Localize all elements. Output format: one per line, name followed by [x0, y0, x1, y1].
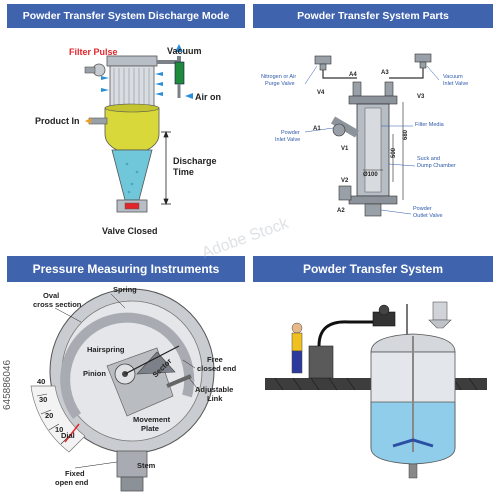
- filter-pulse-label: Filter Pulse: [69, 47, 118, 57]
- movement-plate-label-1: Movement: [133, 415, 171, 424]
- vacuum-arrow-icon: [175, 44, 183, 52]
- agitator-blade: [392, 438, 434, 448]
- vacuum-label: Vacuum: [167, 46, 202, 56]
- filter-media-label: Filter Media: [415, 122, 445, 128]
- air-on-label: Air on: [195, 92, 221, 102]
- pressure-instruments-panel: Pressure Measuring Instruments: [7, 256, 245, 496]
- v3-label: V3: [417, 94, 425, 100]
- discharge-mode-diagram: Filter Pulse Vacuum Air on Product In Di…: [35, 44, 221, 236]
- discharge-label: Discharge: [173, 156, 217, 166]
- powder-inlet-valve: [332, 123, 346, 137]
- dim-500-label: 500: [391, 147, 397, 158]
- v1-label: V1: [341, 146, 349, 152]
- worker-head: [291, 322, 303, 334]
- adjustable-link-label-1: Adjustable: [195, 385, 233, 394]
- product-hopper: [104, 107, 160, 151]
- dial-scale: [30, 385, 86, 453]
- powder-transfer-system-title: Powder Transfer System: [253, 256, 493, 282]
- adjustable-link-label-2: Link: [207, 394, 223, 403]
- dial-tick-30: 30: [39, 395, 47, 404]
- adjustable-link: [166, 374, 192, 388]
- fixed-end-label-2: open end: [55, 478, 89, 487]
- system-parts-panel: Powder Transfer System Parts: [253, 4, 493, 244]
- powder-transfer-illustration: [265, 301, 487, 479]
- transfer-hose: [317, 320, 381, 347]
- powder-inlet-label-2: Inlet Valve: [275, 137, 300, 143]
- dial-tick-40: 40: [37, 377, 45, 386]
- dial-tick-20: 20: [45, 411, 53, 420]
- dim-680-label: 680: [403, 129, 409, 140]
- stock-id: 645886046: [2, 359, 13, 410]
- powder-inlet-label-1: Powder: [281, 130, 300, 136]
- valve-v3: [414, 53, 432, 69]
- filter-housing: [109, 65, 155, 109]
- free-end-label-1: Free: [207, 355, 223, 364]
- powder-transfer-system-panel: Powder Transfer System: [253, 256, 493, 496]
- suck-chamber-label-1: Suck and: [417, 156, 440, 162]
- a4-label: A4: [349, 72, 357, 78]
- discharge-cone: [111, 149, 153, 201]
- suck-chamber-label-2: Dump Chamber: [417, 163, 456, 169]
- time-label: Time: [173, 167, 194, 177]
- product-in-arrow-icon: [85, 118, 91, 124]
- valve-closed-label: Valve Closed: [102, 226, 158, 236]
- system-parts-diagram: Nitrogen or Air Purge Valve Vacuum Inlet…: [261, 53, 468, 219]
- air-on-arrow-icon: [185, 93, 193, 99]
- oval-label-2: cross section: [33, 300, 82, 309]
- powder-outlet-label-1: Powder: [413, 206, 432, 212]
- worker-body: [291, 332, 303, 352]
- spring-label: Spring: [113, 285, 137, 294]
- discharge-mode-title: Powder Transfer System Discharge Mode: [7, 4, 245, 28]
- vacuum-valve: [174, 61, 185, 85]
- powder-drum: [308, 345, 334, 379]
- powder-outlet-valve: [338, 185, 352, 201]
- dial-tick-10: 10: [55, 425, 63, 434]
- dial-red-marker: [64, 423, 80, 443]
- gauge-stem: [116, 450, 148, 478]
- filter-media: [364, 107, 382, 193]
- v4-label: V4: [317, 90, 325, 96]
- pressure-gauge-diagram: Oval cross section Spring Hairspring Pin…: [30, 285, 237, 492]
- a3-label: A3: [381, 70, 389, 76]
- discharge-mode-panel: Powder Transfer System Discharge Mode: [7, 4, 245, 244]
- bourdon-tube: [60, 312, 195, 419]
- system-parts-title: Powder Transfer System Parts: [253, 4, 493, 28]
- vacuum-inlet-label-1: Vacuum: [443, 74, 463, 80]
- dim-100-label: Ø100: [363, 172, 378, 178]
- free-end-label-2: closed end: [197, 364, 237, 373]
- valve-v4: [314, 55, 332, 71]
- gauge-pointer: [124, 345, 180, 375]
- worker-legs: [291, 350, 303, 374]
- movement-plate-label-2: Plate: [141, 424, 159, 433]
- air-pulse-marks: [101, 72, 163, 96]
- oval-label-1: Oval: [43, 291, 59, 300]
- product-in-label: Product In: [35, 116, 80, 126]
- nitrogen-valve-label-1: Nitrogen or Air: [261, 74, 296, 80]
- a1-label: A1: [313, 126, 321, 132]
- fixed-end-label-1: Fixed: [65, 469, 85, 478]
- pinion-label: Pinion: [83, 369, 106, 378]
- a2-label: A2: [337, 208, 345, 214]
- v2-label: V2: [341, 178, 349, 184]
- hopper-lid: [106, 55, 158, 67]
- vacuum-inlet-label-2: Inlet Valve: [443, 81, 468, 87]
- pressure-instruments-title: Pressure Measuring Instruments: [7, 256, 245, 282]
- hairspring-label: Hairspring: [87, 345, 125, 354]
- top-flange: [348, 95, 398, 105]
- powder-outlet-label-2: Outlet Valve: [413, 213, 443, 219]
- stem-label: Stem: [137, 461, 156, 470]
- dial-label: Dial: [61, 431, 75, 440]
- nitrogen-valve-label-2: Purge Valve: [265, 81, 295, 87]
